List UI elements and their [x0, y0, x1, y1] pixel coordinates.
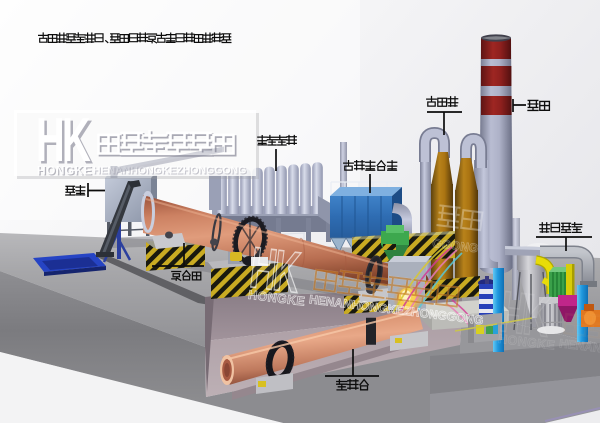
svg-text:HK: HK: [39, 109, 94, 178]
svg-text:HK: HK: [247, 235, 304, 305]
svg-text:HENANHONGKEZHONGGONG: HENANHONGKEZHONGGONG: [93, 165, 246, 177]
svg-text:HK: HK: [36, 106, 91, 175]
svg-text:HONGKE: HONGKE: [37, 164, 92, 178]
svg-text:HONGKE: HONGKE: [38, 165, 93, 179]
svg-text:HENANHONGKEZHONGGONG: HENANHONGKEZHONGGONG: [94, 166, 247, 178]
svg-text:GGONG: GGONG: [432, 236, 479, 256]
